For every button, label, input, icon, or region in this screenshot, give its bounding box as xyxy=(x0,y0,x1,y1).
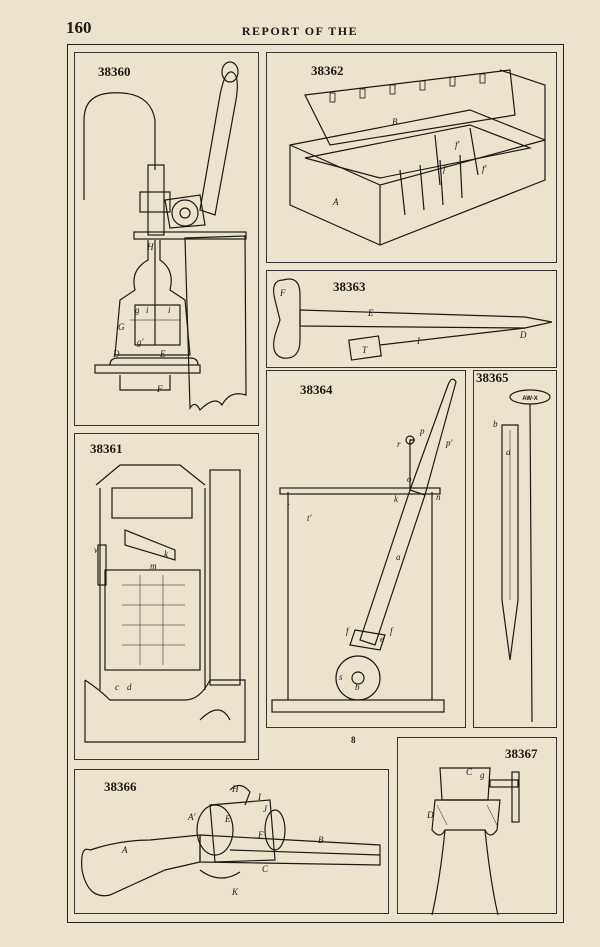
svg-text:C: C xyxy=(466,767,473,777)
figure-number: 38362 xyxy=(311,63,344,78)
plate-frame xyxy=(67,44,564,923)
gun-illustration: H I J A' E F B A C K xyxy=(81,784,381,897)
footer-mark: 8 xyxy=(351,735,356,745)
svg-text:a: a xyxy=(396,552,401,562)
figure-number: 38360 xyxy=(98,64,131,79)
svg-text:s: s xyxy=(339,672,343,682)
svg-text:g: g xyxy=(135,305,140,315)
panel-fig-38363 xyxy=(266,270,557,368)
panel-fig-38364 xyxy=(266,370,466,728)
svg-text:a: a xyxy=(506,447,511,457)
svg-text:f: f xyxy=(390,626,394,636)
svg-text:AW-X: AW-X xyxy=(522,396,538,402)
figure-number: 38364 xyxy=(300,382,333,397)
svg-text:E: E xyxy=(367,308,374,318)
svg-text:D: D xyxy=(519,330,527,340)
svg-text:E: E xyxy=(159,349,166,359)
svg-text:D: D xyxy=(426,810,434,820)
svg-text:f: f xyxy=(443,164,447,174)
svg-text:p': p' xyxy=(445,438,454,448)
svg-text:H: H xyxy=(231,784,239,794)
stove-illustration: v k m c d xyxy=(84,464,246,743)
svg-text:J: J xyxy=(263,804,268,814)
figure-number: 38367 xyxy=(505,746,538,761)
svg-text:H: H xyxy=(146,242,154,252)
svg-text:n: n xyxy=(436,492,441,502)
svg-text:I: I xyxy=(416,336,421,346)
svg-text:r: r xyxy=(397,439,401,449)
svg-text:A: A xyxy=(121,845,128,855)
box-illustration: B f' f f' A xyxy=(289,69,546,246)
svg-text:D: D xyxy=(112,349,120,359)
svg-text:g': g' xyxy=(137,337,145,347)
svg-text:c: c xyxy=(115,682,119,692)
arrow-illustration: F E T I D xyxy=(273,278,553,361)
svg-text:i: i xyxy=(146,305,149,315)
svg-text:K: K xyxy=(231,887,239,897)
svg-text:F: F xyxy=(257,830,264,840)
svg-text:F: F xyxy=(156,384,163,394)
svg-text:d: d xyxy=(127,682,132,692)
svg-text:B: B xyxy=(392,117,398,127)
svg-text:e: e xyxy=(380,634,384,644)
svg-text:p: p xyxy=(419,426,425,436)
svg-text:E: E xyxy=(224,814,231,824)
svg-text:f': f' xyxy=(482,164,488,174)
page-number: 160 xyxy=(66,18,92,37)
svg-text:I: I xyxy=(257,792,262,802)
panel-fig-38362 xyxy=(266,52,557,263)
pump-illustration: H g i i G g' D E F xyxy=(83,61,247,412)
svg-text:f: f xyxy=(346,626,350,636)
figure-number: 38365 xyxy=(476,370,509,385)
svg-text:v: v xyxy=(94,545,98,555)
svg-text:f': f' xyxy=(455,140,461,150)
svg-text:k: k xyxy=(394,494,399,504)
figure-number: 38366 xyxy=(104,779,137,794)
panel-fig-38366 xyxy=(74,769,389,914)
panel-fig-38360 xyxy=(74,52,259,426)
awl-illustration: AW-X b a xyxy=(493,389,551,723)
figure-number: 38363 xyxy=(333,279,366,294)
svg-text:F: F xyxy=(279,288,286,298)
svg-text:T: T xyxy=(362,345,368,355)
svg-text:A: A xyxy=(332,197,339,207)
stopper-illustration: C g D xyxy=(426,767,520,916)
svg-text:g: g xyxy=(480,770,485,780)
svg-text:b: b xyxy=(493,419,498,429)
svg-text:t: t xyxy=(287,501,290,511)
svg-text:B: B xyxy=(318,835,324,845)
figure-number: 38361 xyxy=(90,441,123,456)
svg-text:o: o xyxy=(407,474,412,484)
panel-fig-38365 xyxy=(473,370,557,728)
svg-text:t': t' xyxy=(307,513,313,523)
svg-text:G: G xyxy=(118,322,125,332)
svg-text:k: k xyxy=(164,549,169,559)
frame-machine-illustration: r p p' o t t' k n a f e f s b xyxy=(271,378,457,713)
svg-text:i: i xyxy=(168,305,171,315)
svg-text:m: m xyxy=(150,561,157,571)
svg-text:C: C xyxy=(262,864,269,874)
svg-text:A': A' xyxy=(187,812,196,822)
panel-fig-38361 xyxy=(74,433,259,760)
svg-text:b: b xyxy=(355,682,360,692)
panel-fig-38367 xyxy=(397,737,557,914)
running-head: REPORT OF THE xyxy=(241,24,359,38)
